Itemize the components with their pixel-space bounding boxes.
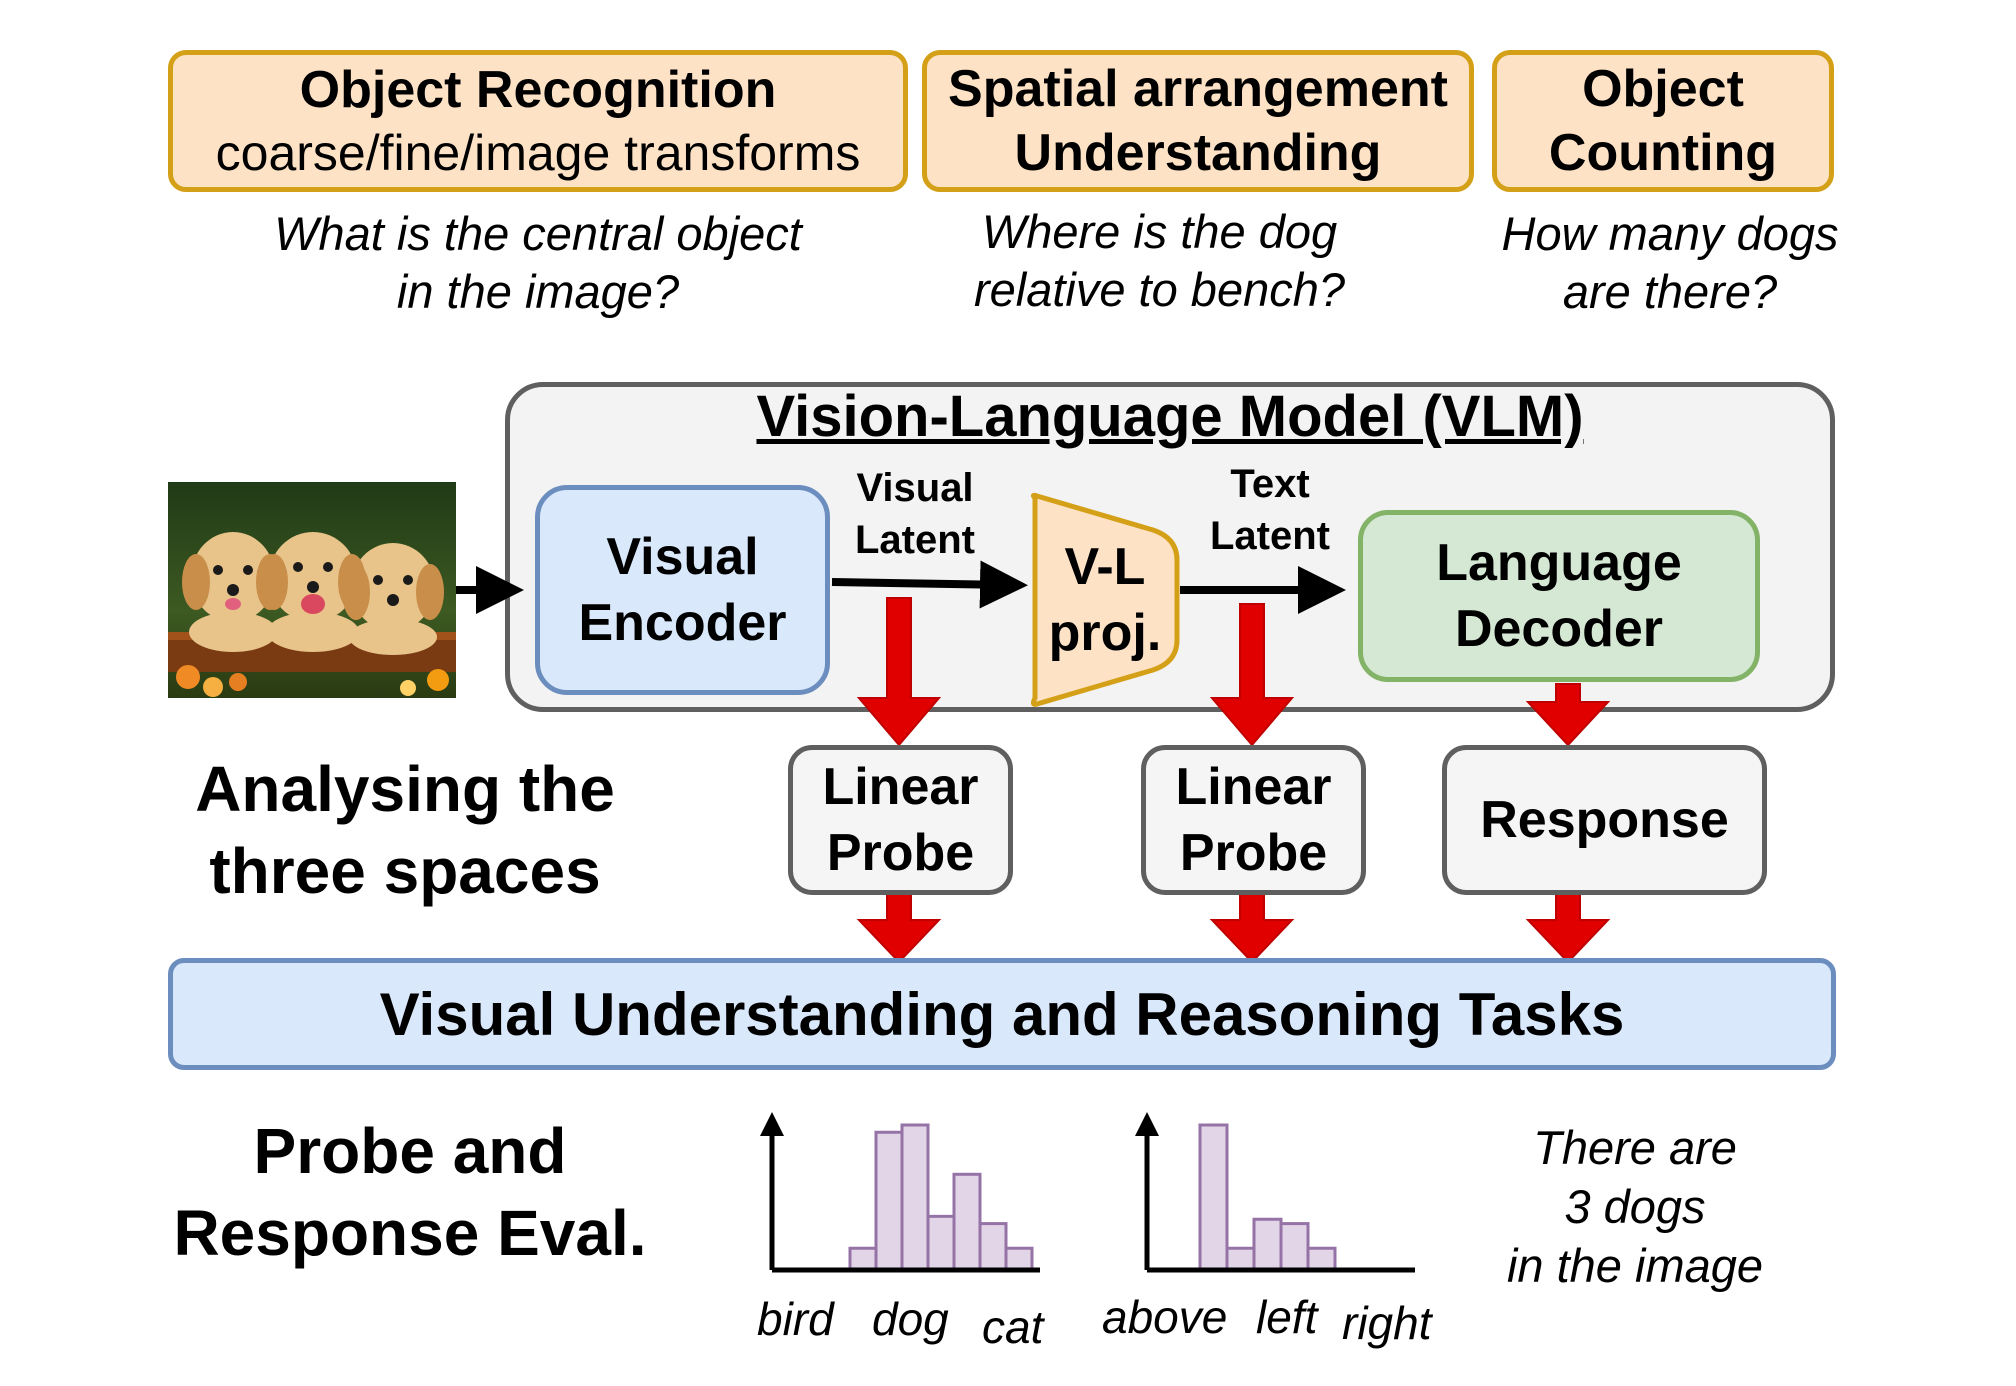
hist2-bar-4	[1306, 1246, 1337, 1272]
latent-line: Visual	[856, 466, 974, 510]
latent-line: Latent	[1210, 514, 1330, 558]
response-answer: There are 3 dogs in the image	[1485, 1118, 1785, 1295]
label-line: Probe and	[253, 1115, 567, 1187]
red-arrow-response-tasks	[1525, 893, 1611, 964]
task-spatial-arrangement: Spatial arrangement Understanding	[922, 50, 1474, 192]
block-label: Probe	[1179, 824, 1328, 882]
response-box: Response	[1442, 745, 1767, 895]
question-line: are there?	[1562, 265, 1778, 318]
hist1-bar-4	[952, 1172, 982, 1272]
histogram-spatial-probe	[1135, 1112, 1415, 1273]
hist2-label-right: right	[1342, 1297, 1432, 1349]
task-subtitle: coarse/fine/image transforms	[215, 125, 861, 181]
answer-line: in the image	[1506, 1239, 1764, 1292]
block-label: Response	[1480, 791, 1729, 849]
hist1-label-cat: cat	[982, 1301, 1044, 1353]
task-object-recognition: Object Recognition coarse/fine/image tra…	[168, 50, 908, 192]
question-counting: How many dogs are there?	[1470, 205, 1870, 321]
label-line: Response Eval.	[173, 1197, 647, 1269]
hist2-y-arrowhead	[1135, 1112, 1159, 1136]
block-label: Encoder	[578, 594, 787, 652]
block-label: Visual	[606, 528, 759, 586]
hist2-bar-3	[1279, 1222, 1310, 1272]
hist1-bar-2	[900, 1123, 930, 1272]
hist2-label-left: left	[1256, 1291, 1318, 1343]
hist2-bar-1	[1225, 1246, 1256, 1272]
hist1-bar-6	[1004, 1246, 1034, 1272]
task-title: Counting	[1548, 124, 1778, 182]
answer-line: There are	[1533, 1121, 1737, 1174]
task-title: Object Recognition	[299, 61, 777, 119]
red-arrow-probe1-tasks	[856, 893, 942, 964]
evaluation-label: Probe and Response Eval.	[155, 1110, 665, 1274]
question-line: in the image?	[396, 265, 680, 318]
answer-line: 3 dogs	[1564, 1180, 1706, 1233]
hist1-bar-1	[874, 1130, 904, 1272]
hist1-y-arrowhead	[760, 1112, 784, 1136]
latent-line: Latent	[855, 518, 975, 562]
question-spatial: Where is the dog relative to bench?	[922, 203, 1397, 319]
latent-line: Text	[1230, 462, 1310, 506]
label-line: three spaces	[209, 835, 601, 907]
hist1-bar-0	[848, 1246, 878, 1272]
visual-tasks-bar: Visual Understanding and Reasoning Tasks	[168, 958, 1836, 1070]
block-label: Linear	[1175, 758, 1332, 816]
vl-projector: V-L proj.	[1030, 530, 1180, 670]
red-arrow-decoder-response	[1525, 683, 1611, 747]
hist1-label-dog: dog	[872, 1293, 949, 1345]
red-arrow-visual-probe	[856, 597, 942, 747]
hist2-bar-2	[1252, 1217, 1283, 1272]
histogram-object-probe	[760, 1112, 1040, 1273]
hist2-label-above: above	[1102, 1291, 1228, 1343]
block-label: Decoder	[1454, 600, 1664, 658]
task-title: Object	[1582, 60, 1744, 118]
question-line: Where is the dog	[981, 205, 1338, 258]
block-label: Linear	[822, 758, 979, 816]
vlm-title: Vision-Language Model (VLM)	[756, 384, 1584, 449]
red-arrow-text-probe	[1209, 603, 1295, 747]
task-object-counting: Object Counting	[1492, 50, 1834, 192]
task-title: Understanding	[1014, 124, 1382, 182]
red-arrow-probe2-tasks	[1209, 893, 1295, 964]
question-line: How many dogs	[1501, 207, 1839, 260]
text-latent-label: Text Latent	[1200, 458, 1340, 562]
block-label: proj.	[1048, 604, 1162, 662]
vl-projector-shape	[1030, 492, 1180, 707]
task-title: Spatial arrangement	[948, 60, 1448, 118]
visual-latent-label: Visual Latent	[845, 462, 985, 566]
arrow-encoder-to-projector	[831, 560, 1028, 609]
block-label: Probe	[826, 824, 975, 882]
block-label: Language	[1436, 534, 1682, 592]
hist1-label-bird: bird	[757, 1293, 834, 1345]
hist1-bar-3	[926, 1214, 956, 1272]
input-image-puppies	[168, 482, 456, 698]
hist2-bar-0	[1198, 1123, 1229, 1272]
hist1-bar-5	[978, 1222, 1008, 1272]
label-line: Analysing the	[195, 753, 615, 825]
question-line: What is the central object	[274, 207, 802, 260]
question-object-recognition: What is the central object in the image?	[168, 205, 908, 321]
block-label: V-L	[1064, 538, 1146, 596]
analysis-label: Analysing the three spaces	[160, 748, 650, 912]
question-line: relative to bench?	[973, 263, 1346, 316]
